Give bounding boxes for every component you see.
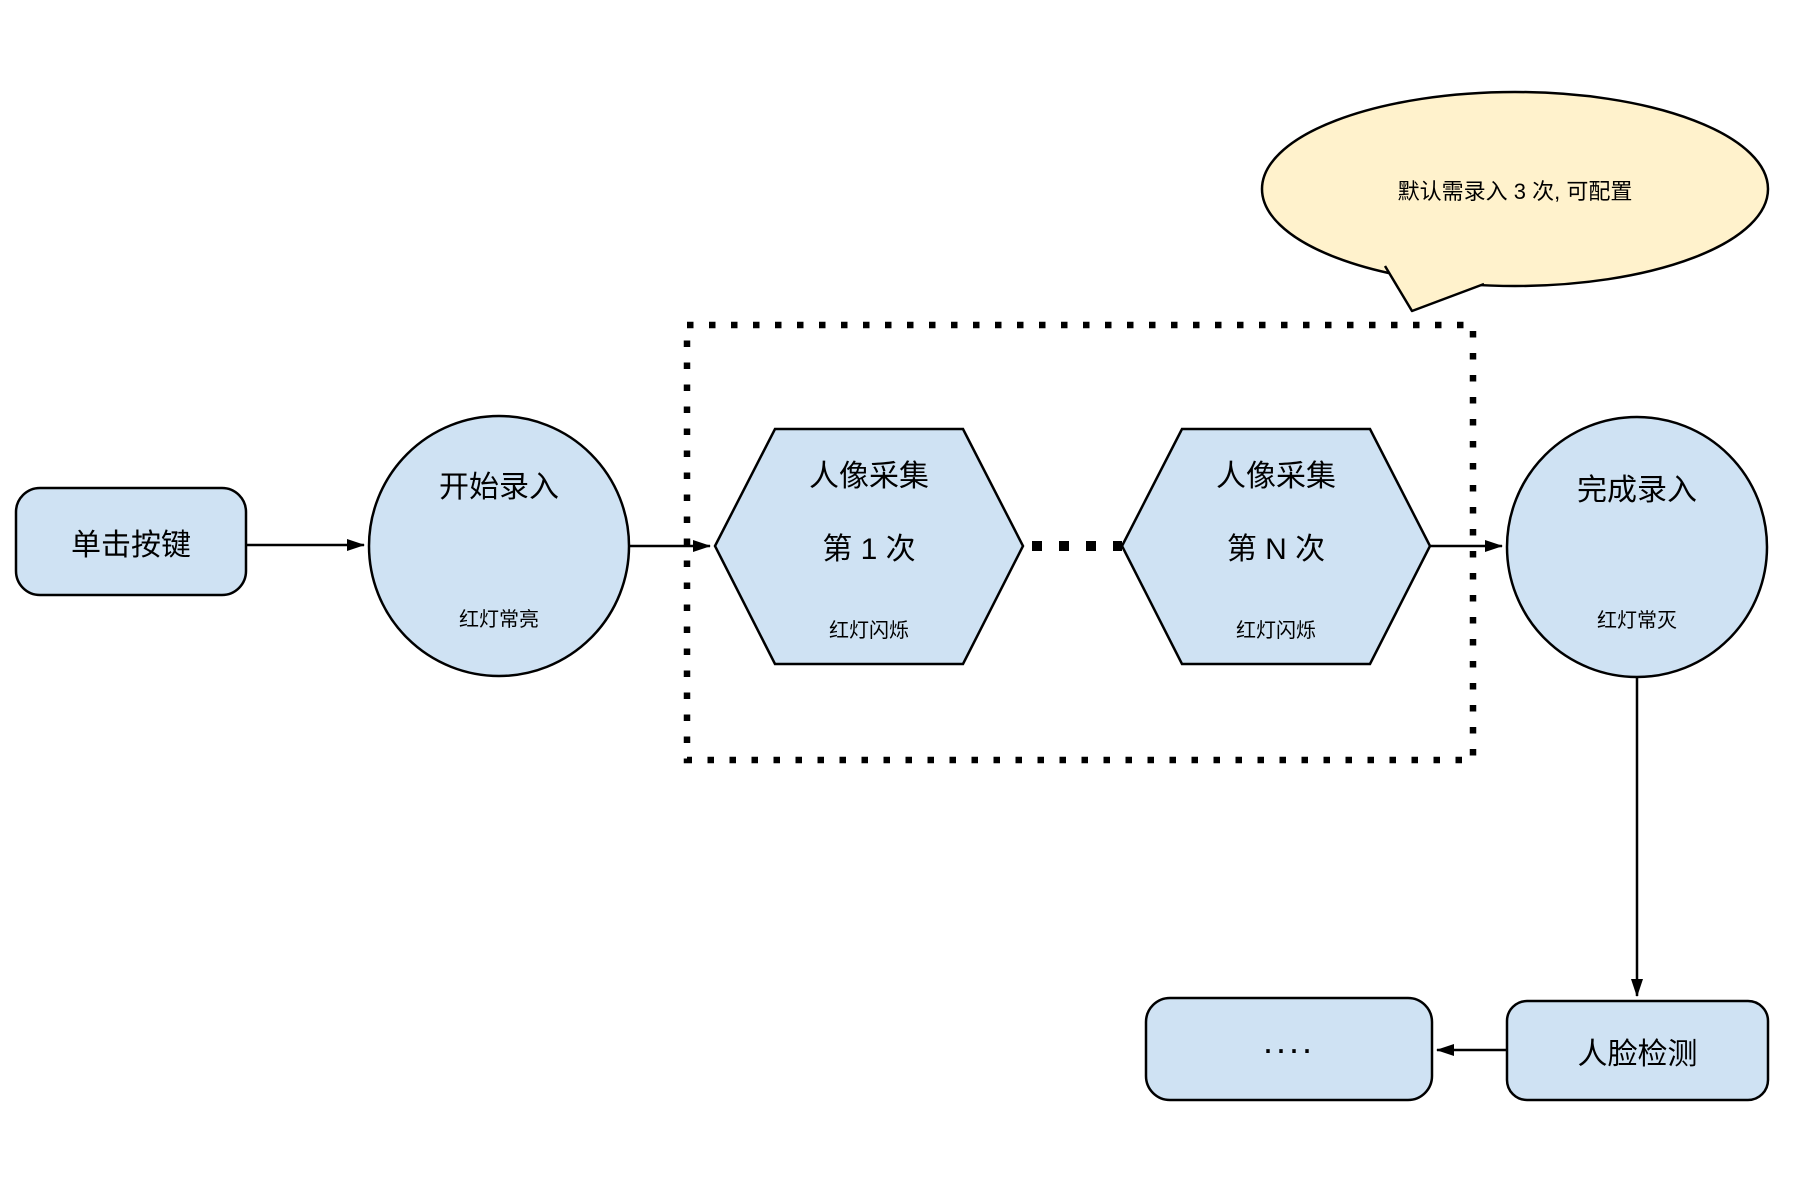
start-record-title: 开始录入 [439, 471, 559, 504]
start-record-subtitle: 红灯常亮 [459, 608, 539, 631]
continuation-node [1144, 996, 1434, 1102]
start-record-node [367, 414, 631, 678]
loop-region-dotted-border [683, 321, 1477, 764]
callout-bubble [1260, 90, 1770, 288]
capture-first-title: 人像采集 [809, 460, 929, 493]
callout-text: 默认需录入 3 次, 可配置 [1397, 179, 1633, 204]
finish-record-subtitle: 红灯常灭 [1597, 609, 1677, 632]
capture-nth-title: 人像采集 [1216, 460, 1336, 493]
capture-nth-step: 第 N 次 [1226, 533, 1326, 566]
capture-first-step: 第 1 次 [822, 533, 916, 566]
face-detection-label: 人脸检测 [1577, 1037, 1698, 1071]
continuation-label: .... [1262, 1020, 1315, 1061]
capture-nth-subtitle: 红灯闪烁 [1236, 619, 1316, 642]
finish-record-node [1505, 415, 1769, 679]
click-button-node [14, 486, 248, 597]
click-button-label: 单击按键 [71, 528, 191, 562]
capture-first-subtitle: 红灯闪烁 [829, 619, 909, 642]
finish-record-title: 完成录入 [1577, 474, 1697, 507]
capture-first-node [713, 427, 1025, 666]
callout-bubble-tail [1383, 265, 1485, 313]
